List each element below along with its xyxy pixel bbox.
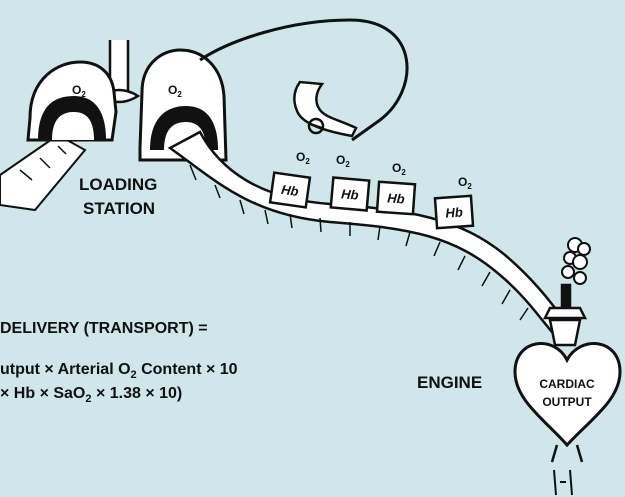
output-label: OUTPUT bbox=[542, 395, 592, 409]
hb-label: Hb bbox=[445, 204, 463, 220]
smokestack bbox=[545, 285, 585, 345]
hb-car-4: Hb O2 bbox=[435, 175, 473, 228]
formula-line-1: DELIVERY (TRANSPORT) = bbox=[0, 320, 208, 337]
engine-label: ENGINE bbox=[417, 373, 482, 392]
heart bbox=[515, 344, 620, 495]
left-lung-tunnel bbox=[28, 62, 116, 140]
formula-line-3: × Hb × SaO2 × 1.38 × 10) bbox=[0, 385, 182, 405]
station-label: STATION bbox=[83, 199, 155, 218]
hb-car-3: Hb O2 bbox=[377, 161, 415, 214]
loading-label: LOADING bbox=[79, 175, 157, 194]
hb-label: Hb bbox=[341, 186, 360, 202]
hb-label: Hb bbox=[387, 190, 405, 206]
o2-label: O2 bbox=[458, 175, 472, 191]
main-track bbox=[170, 132, 565, 332]
o2-label: O2 bbox=[392, 161, 406, 177]
hb-car-2: Hb O2 bbox=[331, 153, 369, 211]
hb-car-1: Hb O2 bbox=[270, 150, 310, 207]
crane-hook bbox=[294, 82, 356, 136]
hb-label: Hb bbox=[280, 182, 299, 199]
left-track bbox=[0, 135, 85, 210]
formula-line-2: utput × Arterial O2 Content × 10 bbox=[0, 361, 238, 381]
cardiac-label: CARDIAC bbox=[539, 377, 595, 391]
o2-label: O2 bbox=[296, 150, 310, 166]
o2-label: O2 bbox=[336, 153, 350, 169]
hook-tube bbox=[200, 20, 407, 140]
smoke bbox=[562, 238, 590, 284]
